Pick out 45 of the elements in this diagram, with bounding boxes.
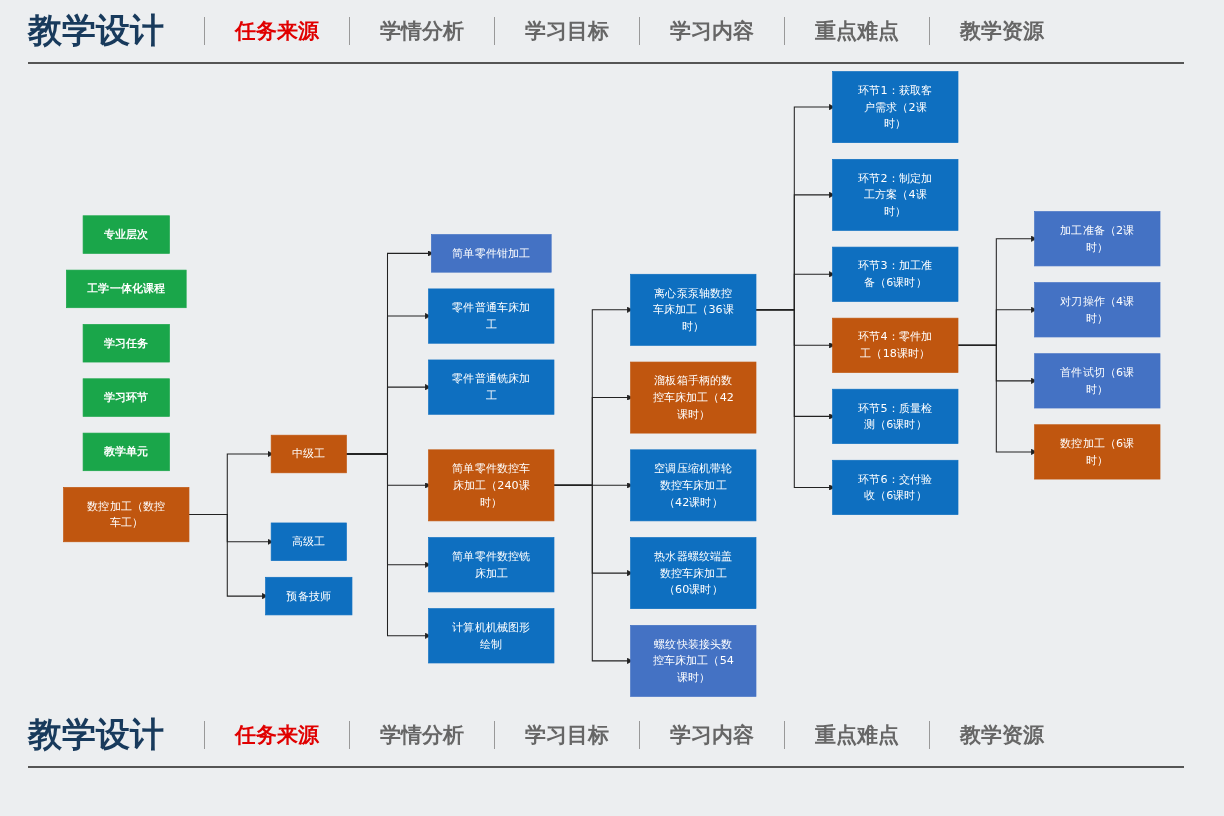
node-box (630, 537, 757, 609)
node-box (630, 361, 757, 434)
node-box (1034, 353, 1161, 409)
node-box (832, 246, 959, 302)
page-title: 教学设计 (28, 713, 164, 756)
nav-tab: 学情分析 (349, 17, 494, 45)
node-box (630, 625, 757, 697)
nav-tab: 重点难点 (784, 721, 929, 749)
node-box (832, 159, 959, 231)
node-box (832, 71, 959, 143)
nav-tab: 教学资源 (929, 17, 1074, 45)
node-box (832, 317, 959, 373)
node-box (428, 608, 555, 664)
nav-tab: 学习内容 (639, 17, 784, 45)
active-nav-tab: 任务来源 (204, 17, 349, 45)
node-box (832, 459, 959, 515)
node-box (1034, 211, 1161, 267)
node-box (63, 487, 190, 543)
nav-tab: 学情分析 (349, 721, 494, 749)
node-box (428, 537, 555, 593)
nav-tab: 学习内容 (639, 721, 784, 749)
node-box (271, 522, 347, 561)
nav-tab: 学习目标 (494, 721, 639, 749)
flowchart: 专业层次 工学一体化课程 学习任务 学习环节 教学单元 数控加工（数控车工） 中级工 高级工 预备技师 简单零件钳加工 零件普通车床加工 零件普通铣床加工 简单零件数控车床加工（240课时） 简单零件数控铣床加工 计算机机械图形绘制 离心泵泵轴数控车床加工（36课时） 溜板箱手柄的数控车床加工（42课时） 空调压缩机带轮数控车床加工（42课时） 热水器螺纹端盖数控车床加工（60课时） 螺纹快装接头数控车床加工（54课时） 环节1：获取客户需求（2课时） 环节2：制定加工方案（4课时） 环节3：加工准备（6课时） 环节4：零件加工（18课时） 环节5：质量检测（6课时） 环节6：交付验收（6课时） 加工准备（2课时） 对刀操作（4课时） 首件试切（6课时） 数控加工（6课时） (58, 66, 1166, 702)
node-box (82, 432, 170, 472)
node-box (431, 234, 552, 273)
nav-tab: 重点难点 (784, 17, 929, 45)
node-box (82, 324, 170, 363)
node-box (265, 576, 353, 616)
node-box (428, 359, 555, 415)
nav-tab: 教学资源 (929, 721, 1074, 749)
node-box (1034, 424, 1161, 480)
page-title: 教学设计 (28, 9, 164, 52)
node-box (630, 273, 757, 346)
node-box (428, 449, 555, 522)
node-box (832, 388, 959, 444)
node-box (630, 449, 757, 522)
node-box (82, 378, 170, 417)
nav-tab: 学习目标 (494, 17, 639, 45)
node-box (82, 215, 170, 254)
node-box (428, 288, 555, 344)
node-box (66, 269, 187, 309)
node-box (271, 434, 347, 474)
node-box (1034, 282, 1161, 338)
active-nav-tab: 任务来源 (204, 721, 349, 749)
